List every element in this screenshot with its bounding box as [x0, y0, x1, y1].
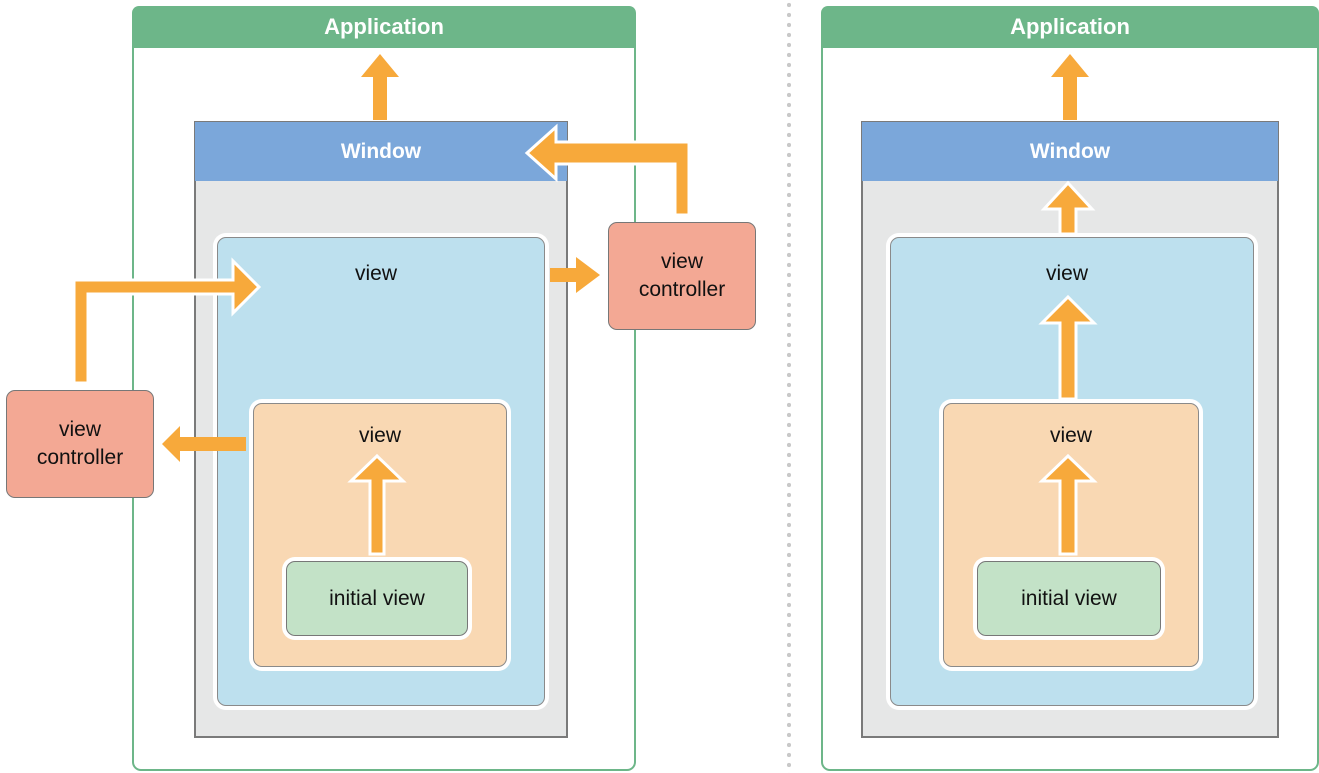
arrow-view-to-controller-right: [550, 257, 600, 293]
right-initial-view-label: initial view: [1021, 586, 1117, 610]
right-initial-view: [977, 561, 1161, 636]
right-window-header: Window: [862, 122, 1278, 181]
arrow-controller-to-window: [524, 123, 691, 217]
arrow-initial-to-view-right: [1038, 453, 1098, 556]
left-outer-view-label: view: [354, 262, 397, 285]
arrow-view-to-window-right: [1040, 180, 1096, 236]
right-application-header: Application: [821, 6, 1319, 48]
right-side-view-controller: [608, 222, 756, 330]
right-inner-view-label: view: [1049, 424, 1092, 447]
left-side-view-controller-label: view controller: [36, 418, 124, 469]
arrow-view-to-controller-left: [162, 426, 246, 462]
arrow-inner-to-outer-view-right: [1038, 294, 1098, 401]
arrow-window-to-application-left: [361, 54, 399, 120]
left-initial-view: [286, 561, 468, 636]
left-window-header: Window: [195, 122, 567, 181]
left-inner-view-label: view: [358, 424, 401, 447]
right-outer-view-label: view: [1045, 262, 1088, 285]
left-side-view-controller: [6, 390, 154, 498]
arrow-initial-to-view-left: [347, 453, 407, 556]
arrow-window-to-application-right: [1051, 54, 1089, 120]
dotted-divider: [787, 0, 791, 773]
right-side-view-controller-label: view controller: [638, 250, 726, 301]
arrow-controller-to-view-left: [72, 257, 262, 385]
left-initial-view-label: initial view: [329, 586, 425, 610]
left-application-header: Application: [132, 6, 636, 48]
